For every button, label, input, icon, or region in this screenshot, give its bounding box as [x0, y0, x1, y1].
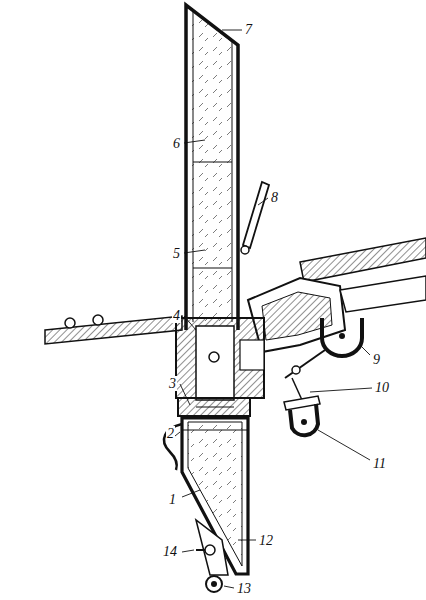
roof-plate-left — [45, 315, 182, 344]
upper-tube — [186, 5, 238, 330]
callout-number: 8 — [270, 190, 279, 205]
lower-prism — [182, 418, 248, 574]
mount-right — [248, 238, 426, 352]
callout-number: 13 — [236, 581, 252, 596]
callout-number: 10 — [374, 380, 390, 395]
callout-number: 3 — [168, 376, 177, 391]
handle — [164, 424, 182, 470]
holder-housing — [176, 318, 264, 400]
callout-number: 1 — [168, 492, 177, 507]
leader-lines — [170, 30, 372, 588]
callout-number: 12 — [258, 533, 274, 548]
cover-plate — [241, 182, 269, 254]
callout-number: 5 — [172, 246, 181, 261]
callout-number: 14 — [162, 544, 178, 559]
locking-pin — [285, 350, 325, 400]
bottom-bracket — [196, 520, 228, 592]
grip-handle-lower — [284, 396, 320, 435]
callout-number: 7 — [244, 22, 253, 37]
callout-number: 9 — [372, 352, 381, 367]
callout-number: 2 — [166, 426, 175, 441]
callout-number: 6 — [172, 136, 181, 151]
callout-number: 11 — [372, 456, 387, 471]
collar — [178, 398, 250, 416]
callout-number: 4 — [172, 308, 181, 323]
grip-handle — [322, 318, 362, 356]
